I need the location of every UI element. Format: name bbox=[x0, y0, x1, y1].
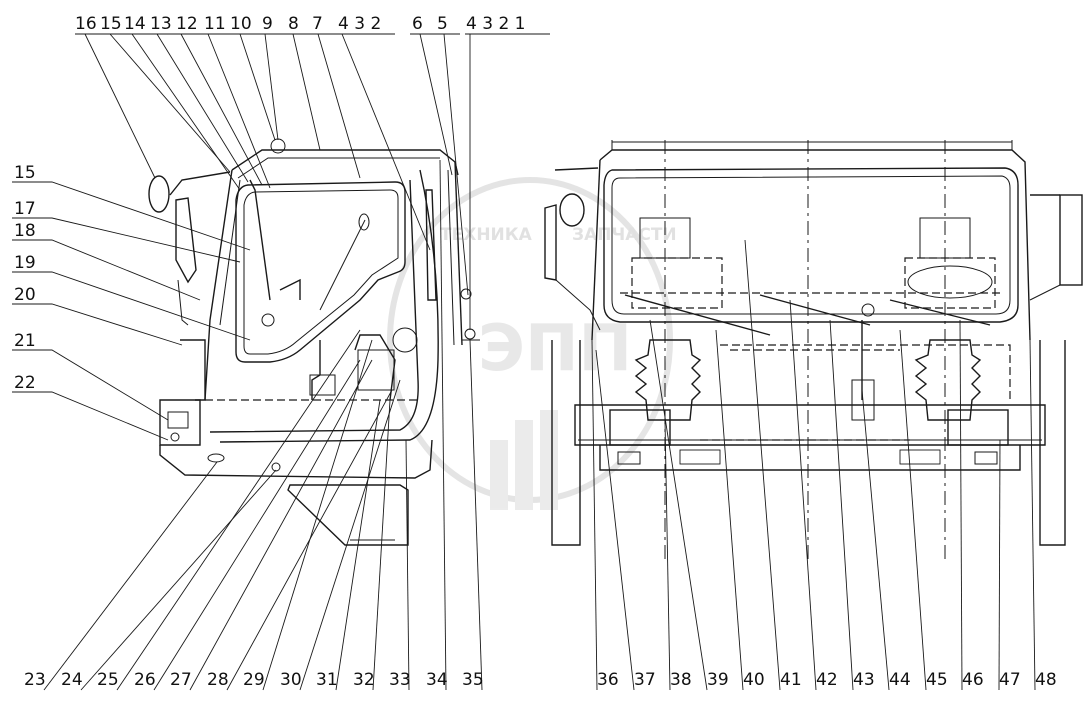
label-24: 24 bbox=[61, 670, 83, 690]
label-group-4321: 4 3 2 1 bbox=[466, 14, 525, 34]
label-side-15: 15 bbox=[14, 163, 36, 183]
label-25: 25 bbox=[97, 670, 119, 690]
label-9: 9 bbox=[262, 14, 273, 34]
label-34: 34 bbox=[426, 670, 448, 690]
watermark: ТЕХНИКА ЗАПЧАСТИ ЭПП bbox=[387, 177, 677, 510]
label-15: 15 bbox=[100, 14, 122, 34]
watermark-text-right: ЗАПЧАСТИ bbox=[572, 225, 677, 245]
watermark-logo: ЭПП bbox=[478, 312, 632, 386]
watermark-text-left: ТЕХНИКА bbox=[440, 225, 533, 245]
label-30: 30 bbox=[280, 670, 302, 690]
label-11: 11 bbox=[204, 14, 226, 34]
label-44: 44 bbox=[889, 670, 911, 690]
label-43: 43 bbox=[853, 670, 875, 690]
label-33: 33 bbox=[389, 670, 411, 690]
label-47: 47 bbox=[999, 670, 1021, 690]
cab-front-view bbox=[544, 140, 1083, 560]
label-10: 10 bbox=[230, 14, 252, 34]
label-14: 14 bbox=[124, 14, 146, 34]
label-16: 16 bbox=[75, 14, 97, 34]
label-group-432: 4 3 2 bbox=[338, 14, 381, 34]
label-48: 48 bbox=[1035, 670, 1057, 690]
label-6: 6 bbox=[412, 14, 423, 34]
label-41: 41 bbox=[780, 670, 802, 690]
top-labels: 16 15 14 13 12 11 10 9 8 7 4 3 2 6 5 4 3… bbox=[75, 14, 525, 34]
label-42: 42 bbox=[816, 670, 838, 690]
label-31: 31 bbox=[316, 670, 338, 690]
label-8: 8 bbox=[288, 14, 299, 34]
label-7: 7 bbox=[312, 14, 323, 34]
label-28: 28 bbox=[207, 670, 229, 690]
bottom-labels-right: 36 37 38 39 40 41 42 43 44 45 46 47 48 bbox=[597, 670, 1057, 690]
label-35: 35 bbox=[462, 670, 484, 690]
label-13: 13 bbox=[150, 14, 172, 34]
label-side-20: 20 bbox=[14, 285, 36, 305]
label-32: 32 bbox=[353, 670, 375, 690]
label-26: 26 bbox=[134, 670, 156, 690]
cab-side-view bbox=[148, 138, 480, 546]
label-45: 45 bbox=[926, 670, 948, 690]
label-5: 5 bbox=[437, 14, 448, 34]
label-39: 39 bbox=[707, 670, 729, 690]
label-23: 23 bbox=[24, 670, 46, 690]
label-37: 37 bbox=[634, 670, 656, 690]
label-side-19: 19 bbox=[14, 253, 36, 273]
label-12: 12 bbox=[176, 14, 198, 34]
side-labels: 15 17 18 19 20 21 22 bbox=[14, 163, 36, 393]
label-29: 29 bbox=[243, 670, 265, 690]
leader-lines bbox=[12, 33, 1036, 691]
label-side-22: 22 bbox=[14, 373, 36, 393]
label-side-21: 21 bbox=[14, 331, 36, 351]
label-side-17: 17 bbox=[14, 199, 36, 219]
label-side-18: 18 bbox=[14, 221, 36, 241]
label-27: 27 bbox=[170, 670, 192, 690]
label-46: 46 bbox=[962, 670, 984, 690]
label-38: 38 bbox=[670, 670, 692, 690]
label-36: 36 bbox=[597, 670, 619, 690]
label-40: 40 bbox=[743, 670, 765, 690]
bottom-labels-left: 23 24 25 26 27 28 29 30 31 32 33 34 35 bbox=[24, 670, 484, 690]
